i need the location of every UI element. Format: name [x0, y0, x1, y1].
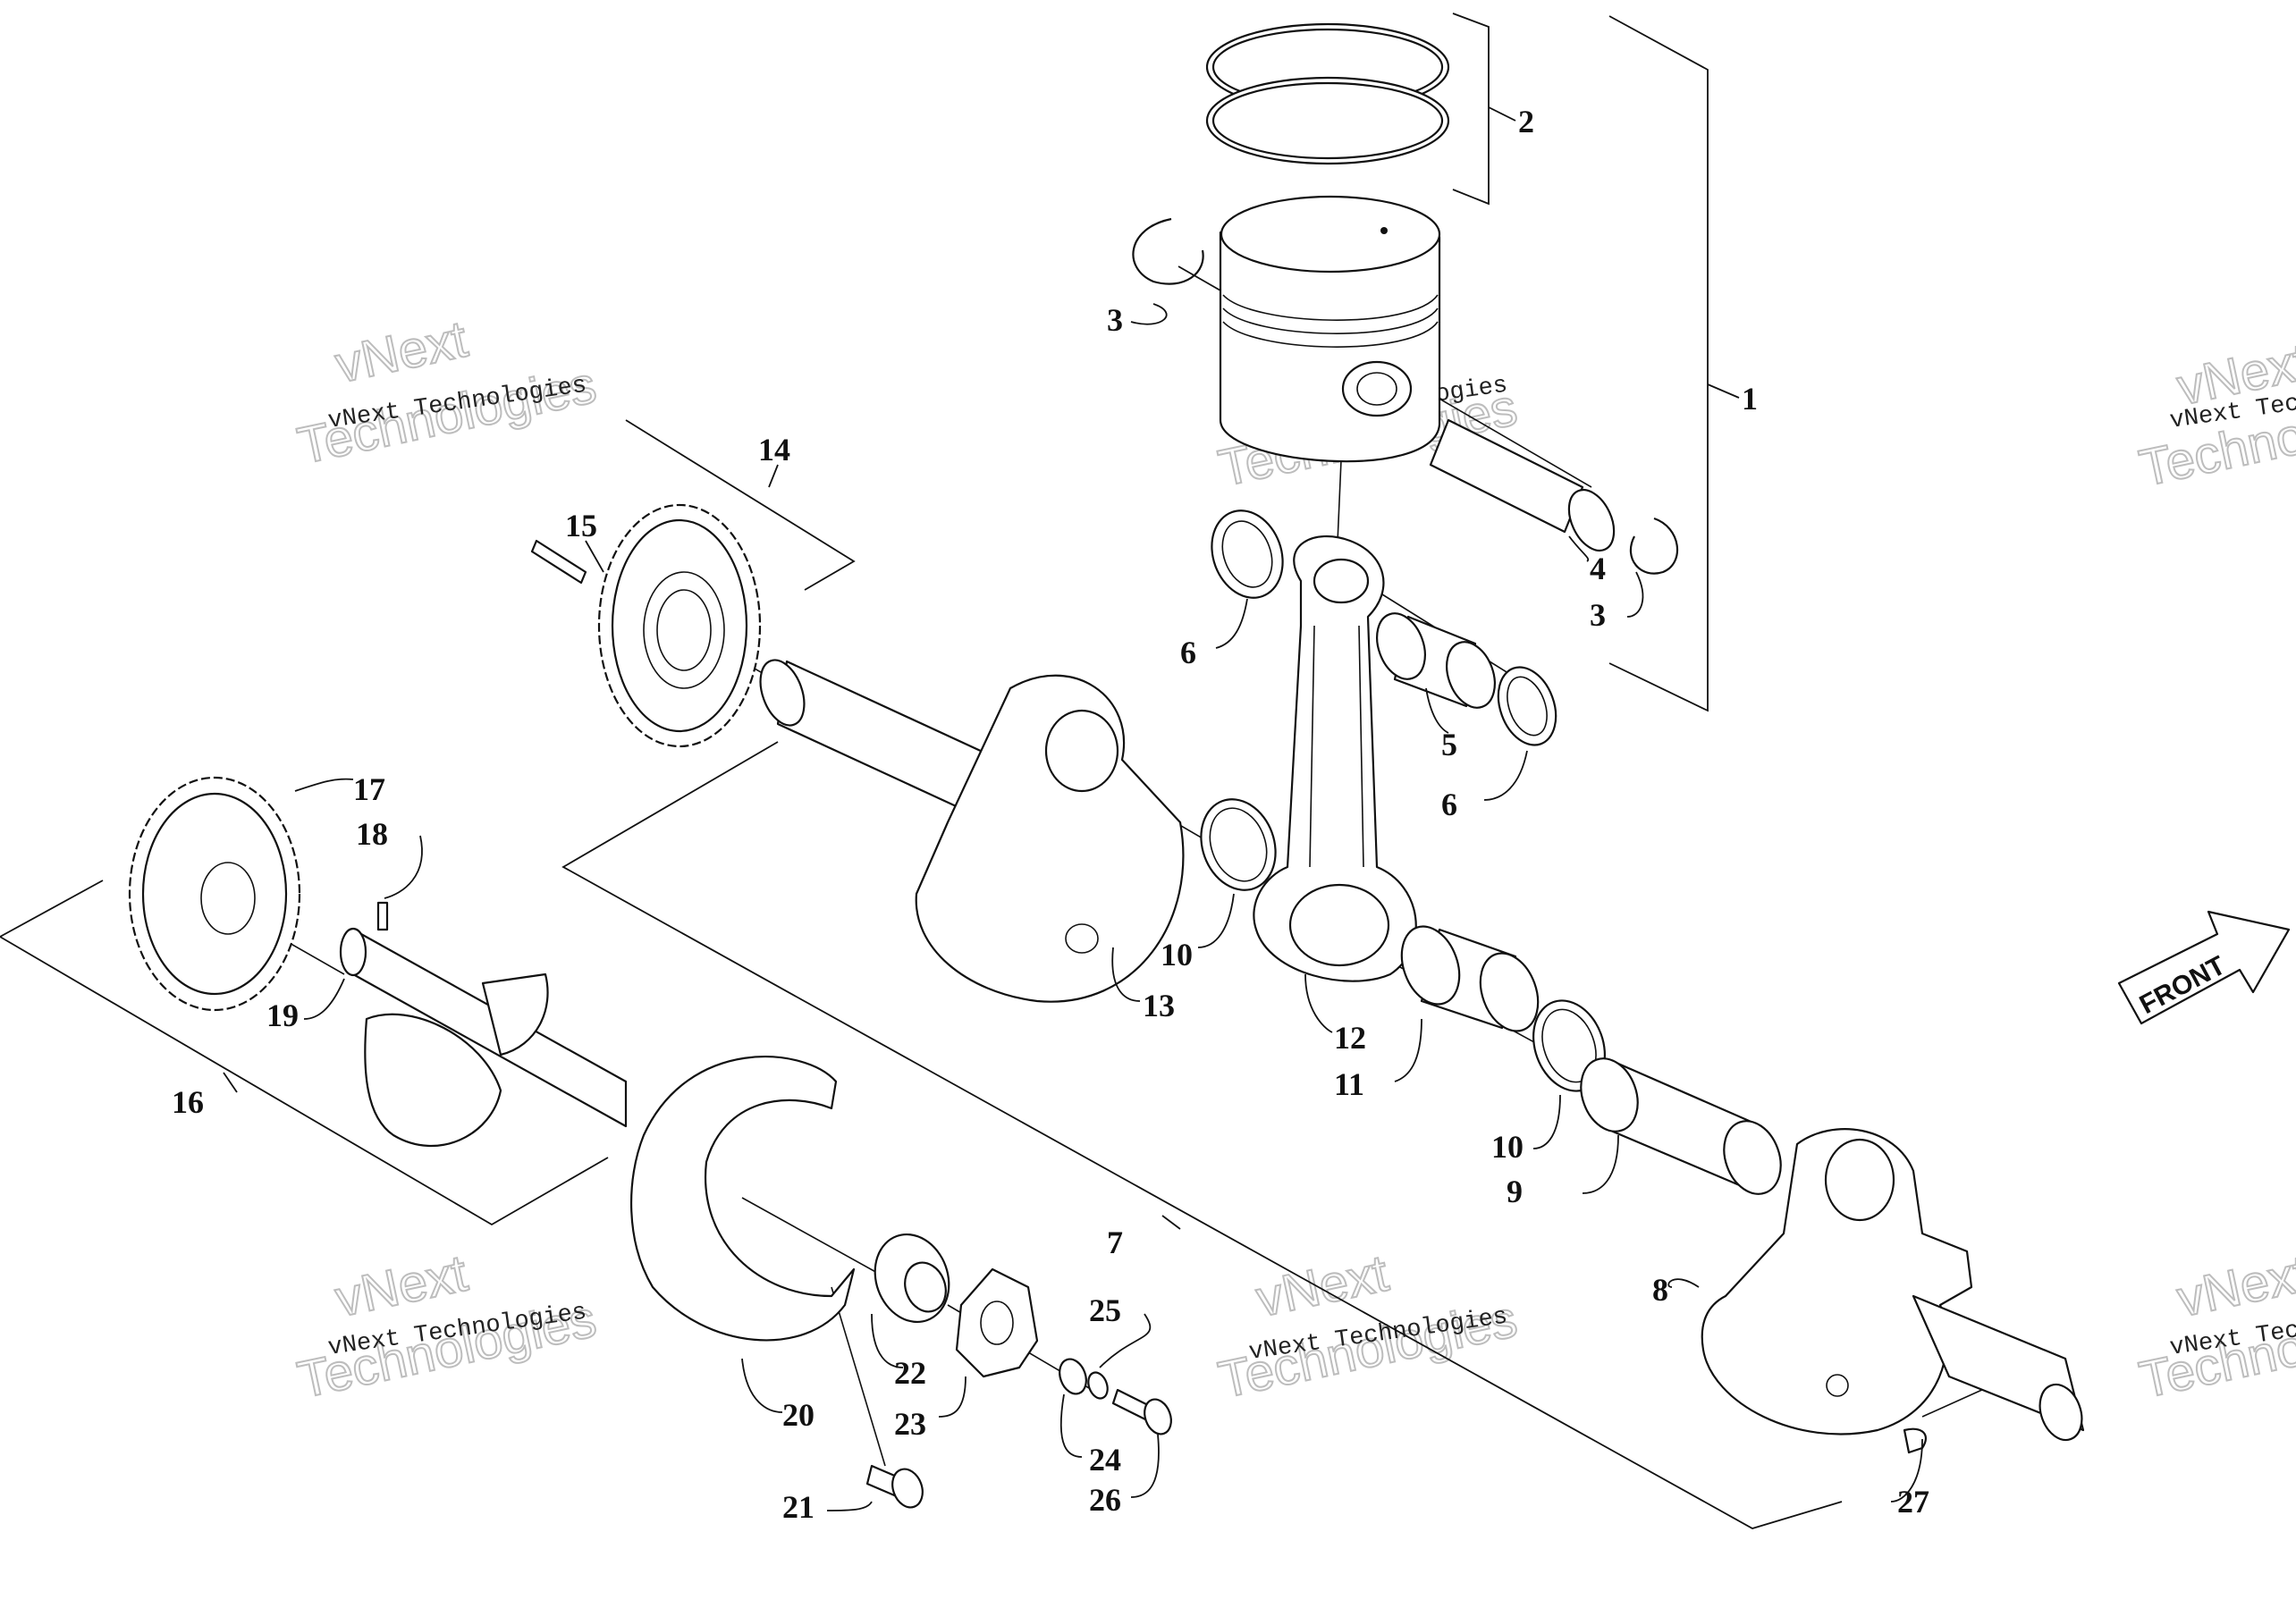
callout-15: 15: [565, 508, 597, 543]
drive-gear: [597, 503, 762, 748]
svg-text:vNext: vNext: [2173, 1244, 2296, 1328]
small-end-needle-bearing: [1376, 612, 1496, 709]
bracket-balance-shaft: [0, 880, 104, 938]
balancer-gear: [128, 776, 301, 1012]
circlip-left: [1132, 217, 1204, 285]
callout-8: 8: [1652, 1272, 1668, 1308]
callout-10-right: 10: [1491, 1129, 1524, 1165]
bracket-drive-gear: [625, 419, 856, 591]
svg-text:vNext: vNext: [331, 1244, 473, 1328]
callout-6-upper: 6: [1180, 635, 1196, 670]
lock-washer: [1087, 1371, 1109, 1400]
callout-26: 26: [1089, 1482, 1121, 1518]
bracket-piston-assembly: [1608, 15, 1709, 712]
callout-3-lower: 3: [1590, 597, 1606, 633]
callout-18: 18: [356, 816, 388, 852]
piston-rings: [1205, 22, 1450, 165]
key-pin: [376, 901, 389, 931]
callout-4: 4: [1590, 551, 1606, 586]
balance-shaft: [339, 927, 628, 1148]
crank-counterweight: [629, 1056, 856, 1342]
callout-25: 25: [1089, 1292, 1121, 1328]
callout-20: 20: [782, 1397, 815, 1433]
callout-1: 1: [1742, 381, 1758, 417]
impeller-washer: [1059, 1358, 1087, 1395]
crankshaft-left-half: [759, 659, 1185, 1003]
callout-3-upper: 3: [1107, 302, 1123, 338]
callout-11: 11: [1334, 1066, 1364, 1102]
callout-27: 27: [1897, 1484, 1929, 1520]
connecting-rod: [1253, 535, 1417, 982]
circlip-right: [1629, 517, 1679, 575]
bracket-crankshaft-assembly: [561, 741, 1843, 1529]
callout-23: 23: [894, 1406, 926, 1442]
crankshaft-right-half: [1701, 1128, 2085, 1442]
piston: [1219, 195, 1441, 463]
impeller-bolt: [1111, 1388, 1172, 1435]
callout-13: 13: [1143, 988, 1175, 1023]
dowel-pin: [530, 539, 587, 585]
big-end-needle-bearing: [1400, 925, 1540, 1032]
bracket-piston-rings: [1452, 13, 1490, 206]
group-brackets: [0, 13, 1843, 1529]
oil-seal: [874, 1233, 950, 1324]
callout-labels: 2 1 3 4 3 6 5 6 10 13 12 11 10 9 8 7 27 …: [172, 104, 1929, 1525]
callout-12: 12: [1334, 1020, 1366, 1056]
callout-6-lower: 6: [1441, 787, 1457, 822]
callout-14: 14: [758, 432, 790, 467]
water-pump-impeller: [955, 1267, 1039, 1378]
callout-22: 22: [894, 1355, 926, 1391]
callout-16: 16: [172, 1084, 204, 1120]
callout-5: 5: [1441, 727, 1457, 762]
svg-text:vNext: vNext: [331, 310, 473, 394]
thrust-washer-lower: [1497, 666, 1557, 746]
bracket-balance-shaft-lower: [0, 936, 609, 1226]
leader-lines: [294, 106, 1923, 1511]
watermark-bottom-right: vNext Technologies: [2134, 1243, 2296, 1410]
callout-9: 9: [1507, 1174, 1523, 1209]
callout-10-left: 10: [1161, 937, 1193, 972]
thrust-washer-upper: [1211, 509, 1284, 599]
front-direction-arrow: FRONT: [2117, 910, 2291, 1025]
callout-24: 24: [1089, 1442, 1121, 1478]
torx-screw: [865, 1464, 924, 1509]
svg-text:vNext: vNext: [1252, 1244, 1394, 1328]
callout-19: 19: [266, 998, 299, 1033]
crank-pin: [1580, 1057, 1782, 1195]
callout-2: 2: [1518, 104, 1534, 139]
callout-17: 17: [353, 771, 385, 807]
callout-21: 21: [782, 1489, 815, 1525]
piston-pin: [1429, 418, 1616, 552]
callout-7: 7: [1107, 1225, 1123, 1260]
